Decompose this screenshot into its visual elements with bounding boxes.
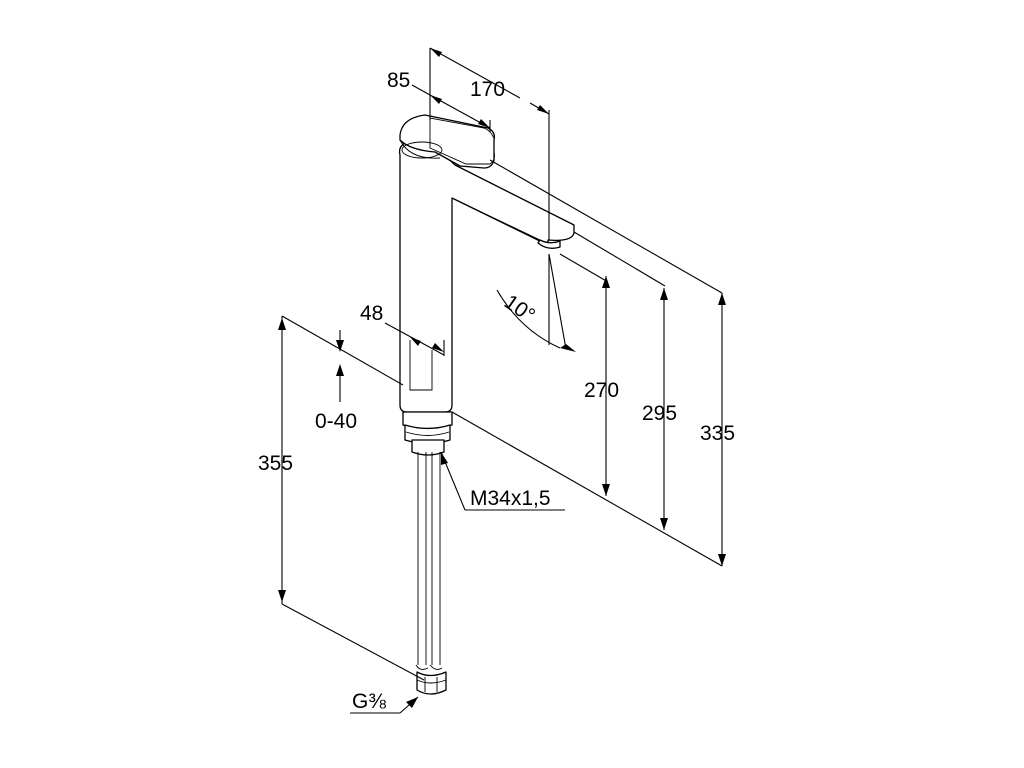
label-body-depth: 48 bbox=[360, 302, 383, 325]
label-height-outlet: 270 bbox=[584, 379, 619, 402]
dim-height-spout: 295 bbox=[642, 288, 677, 530]
dim-handle-length: 85 bbox=[387, 69, 491, 132]
extension-lines bbox=[451, 159, 723, 567]
label-thread: M34x1,5 bbox=[470, 487, 551, 510]
supply-hoses bbox=[415, 452, 443, 670]
dim-height-total: 335 bbox=[700, 293, 735, 566]
label-height-total: 335 bbox=[700, 422, 735, 445]
base-mount bbox=[402, 411, 453, 456]
dim-thread: M34x1,5 bbox=[440, 451, 565, 511]
dim-connection: G⅜ bbox=[350, 690, 419, 714]
label-height-spout: 295 bbox=[642, 402, 677, 425]
faucet-body bbox=[398, 142, 575, 413]
label-spout-angle: 10° bbox=[500, 290, 539, 327]
dim-hose-length: 355 bbox=[258, 316, 425, 681]
label-connection: G⅜ bbox=[352, 690, 386, 713]
dim-deck-thickness: 0-40 bbox=[281, 315, 404, 433]
dim-spout-angle: 10° bbox=[496, 253, 576, 352]
label-handle-length: 85 bbox=[387, 69, 410, 92]
dim-spout-reach: 170 bbox=[429, 47, 550, 240]
dim-height-outlet: 270 bbox=[584, 276, 619, 496]
label-deck-thickness: 0-40 bbox=[315, 410, 357, 433]
faucet-handle bbox=[399, 114, 496, 169]
label-spout-reach: 170 bbox=[470, 78, 505, 101]
label-hose-length: 355 bbox=[258, 452, 293, 475]
dim-body-depth: 48 bbox=[360, 302, 445, 356]
hose-connector bbox=[416, 671, 447, 695]
